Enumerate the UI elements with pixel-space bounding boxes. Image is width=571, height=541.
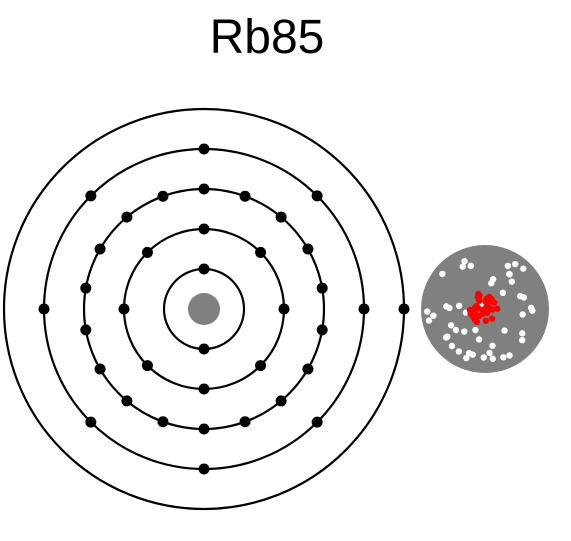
electron-shell-4 [311, 190, 323, 202]
neutron [489, 276, 497, 283]
neutron [519, 330, 526, 337]
neutron [475, 336, 483, 343]
electron-shell-3 [316, 324, 328, 336]
neutron [518, 336, 526, 344]
neutron [459, 263, 466, 270]
neutron [511, 260, 519, 268]
neutron [506, 271, 513, 278]
electron-shell-2 [118, 303, 130, 315]
page-title: Rb85 [209, 11, 325, 64]
neutron [430, 312, 437, 319]
proton [491, 299, 498, 306]
neutron [447, 322, 455, 329]
neutron [472, 326, 479, 334]
proton [476, 297, 483, 304]
neutron [486, 349, 493, 357]
neutron [455, 348, 463, 355]
neutron [489, 342, 496, 349]
neutron [500, 354, 507, 361]
neutron [461, 257, 468, 265]
neutron [508, 278, 516, 285]
electrons [38, 143, 410, 475]
electron-shell-4 [198, 463, 210, 475]
proton [489, 306, 496, 313]
electron-shell-5 [398, 303, 410, 315]
neutron [463, 354, 470, 362]
proton [476, 292, 483, 299]
neutron [467, 262, 474, 270]
electron-shell-3 [121, 211, 133, 223]
proton [483, 309, 491, 317]
neutron [529, 307, 536, 314]
electron-shell-3 [302, 243, 314, 255]
electron-shell-3 [157, 190, 169, 202]
electron-shell-3 [80, 282, 92, 294]
nucleus-detail [421, 245, 549, 373]
neutron [504, 262, 512, 270]
atom-core [188, 293, 220, 325]
electron-shell-1 [198, 343, 210, 355]
electron-shell-3 [275, 211, 287, 223]
electron-shell-3 [157, 416, 169, 428]
electron-shell-2 [198, 223, 210, 235]
electron-shell-2 [198, 383, 210, 395]
neutron [425, 317, 433, 324]
proton [471, 316, 479, 323]
electron-shell-3 [239, 416, 251, 428]
electron-shell-3 [302, 363, 314, 375]
electron-shell-3 [198, 423, 210, 435]
electron-shell-3 [121, 395, 133, 407]
proton [484, 301, 491, 309]
electron-shell-3 [275, 395, 287, 407]
electron-shell-3 [94, 363, 106, 375]
proton [485, 295, 492, 302]
electron-shell-2 [141, 246, 153, 258]
electron-shell-2 [255, 360, 267, 372]
neutron [461, 328, 468, 335]
proton [472, 307, 479, 314]
neutron [423, 308, 431, 315]
electron-shell-3 [198, 183, 210, 195]
neutron [501, 327, 508, 334]
electron-shell-4 [85, 416, 97, 428]
neutron [443, 303, 450, 310]
electron-shell-4 [85, 190, 97, 202]
neutron [519, 311, 526, 318]
electron-shell-2 [278, 303, 290, 315]
neutron [489, 355, 496, 362]
electron-shell-4 [198, 143, 210, 155]
electron-shell-4 [358, 303, 370, 315]
neutron [480, 354, 487, 361]
electron-shell-4 [38, 303, 50, 315]
electron-shell-3 [80, 324, 92, 336]
proton [494, 305, 501, 312]
neutron [520, 294, 528, 301]
electron-shell-1 [198, 263, 210, 275]
neutron [469, 351, 476, 358]
neutron [444, 333, 451, 340]
electron-shell-3 [94, 243, 106, 255]
neutron [499, 289, 507, 297]
electron-shell-2 [255, 246, 267, 258]
neutron [506, 352, 513, 359]
electron-shell-4 [311, 416, 323, 428]
electron-shell-3 [316, 282, 328, 294]
electron-shell-3 [239, 190, 251, 202]
neutron [452, 326, 460, 334]
neutron [448, 342, 456, 350]
neutron [520, 265, 527, 272]
neutron [455, 302, 463, 310]
electron-shell-2 [141, 360, 153, 372]
proton [488, 315, 496, 322]
proton [482, 317, 489, 324]
neutron [439, 270, 446, 278]
proton [475, 312, 483, 320]
